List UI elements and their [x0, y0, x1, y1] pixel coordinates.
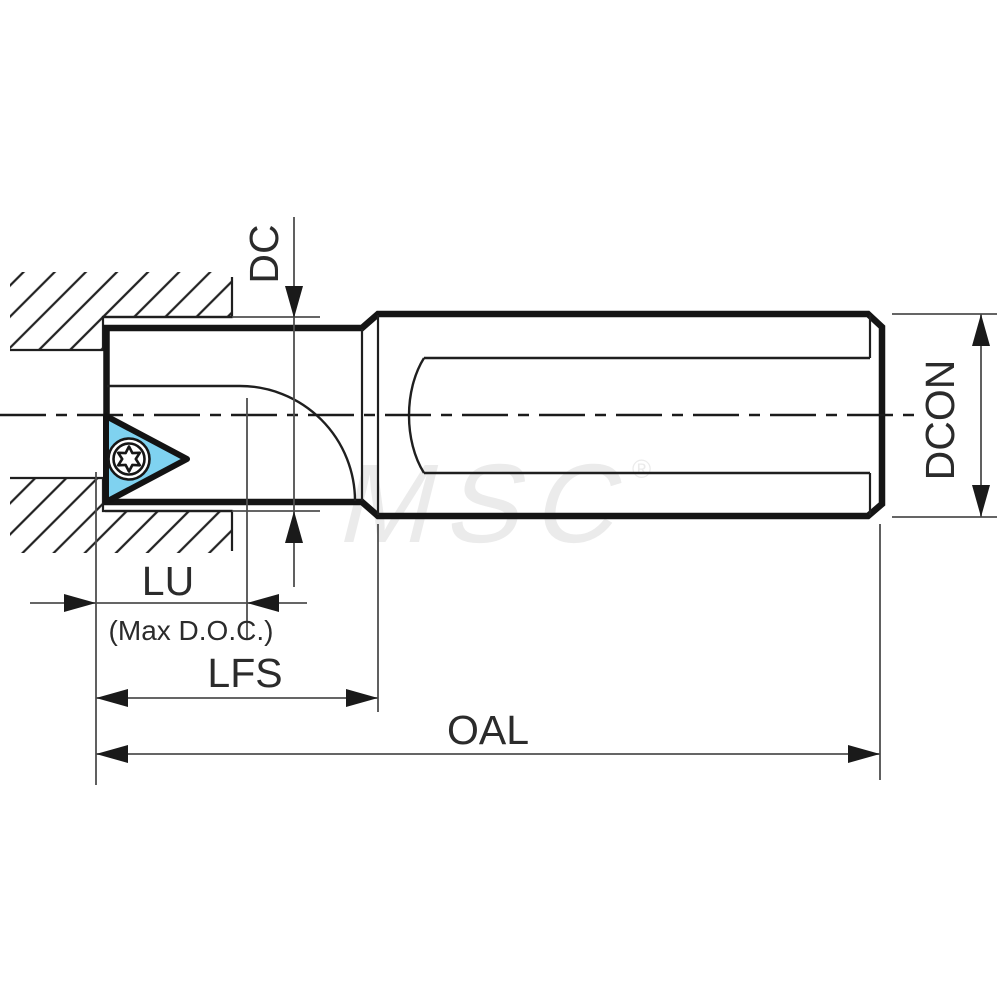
workpiece-hatch-top	[10, 272, 232, 350]
workpiece-surface-bottom	[10, 476, 234, 551]
dim-oal: OAL	[96, 524, 881, 780]
lu-label: LU	[142, 558, 194, 604]
triangular-insert	[103, 413, 190, 505]
flute-line	[107, 384, 357, 502]
dcon-label: DCON	[917, 360, 963, 481]
dim-dc: DC	[232, 217, 320, 587]
workpiece-section	[10, 272, 234, 553]
lfs-arrow-left-icon	[96, 689, 128, 707]
registered-mark: ®	[632, 454, 651, 484]
torx-star	[116, 445, 142, 473]
oal-label: OAL	[447, 707, 529, 753]
dc-label: DC	[241, 224, 287, 283]
dc-arrow-up-icon	[285, 511, 303, 543]
tool-body-outline	[103, 310, 886, 520]
workpiece-hatch-bottom	[10, 478, 232, 553]
torx-screw-icon	[107, 437, 151, 481]
oal-arrow-left-icon	[96, 745, 128, 763]
dc-arrow-down-icon	[285, 286, 303, 318]
lu-note-label: (Max D.O.C.)	[109, 615, 274, 646]
lfs-label: LFS	[207, 650, 282, 696]
tool-body	[103, 310, 886, 520]
dim-lu: LU (Max D.O.C.)	[30, 398, 307, 785]
oal-arrow-right-icon	[848, 745, 880, 763]
dim-lfs: LFS	[96, 524, 379, 712]
watermark-text: MSC	[329, 442, 651, 567]
lu-arrow-right-icon	[64, 594, 96, 612]
dcon-arrow-down-icon	[972, 485, 990, 517]
lu-arrow-left-icon	[247, 594, 279, 612]
dim-dcon: DCON	[892, 313, 997, 518]
dcon-arrow-up-icon	[972, 314, 990, 346]
watermark: MSC ®	[329, 442, 651, 567]
lfs-arrow-right-icon	[346, 689, 378, 707]
